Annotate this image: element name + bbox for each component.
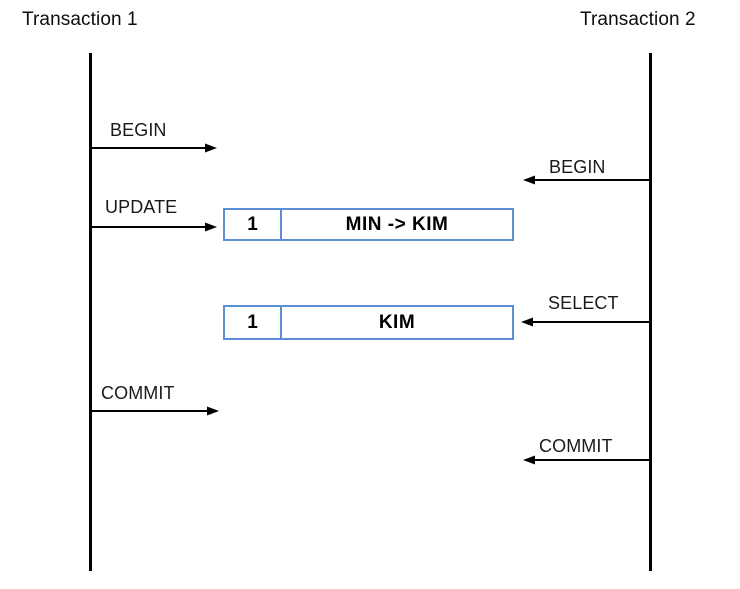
message-label-commit-t2: COMMIT [539,436,613,456]
record-box-updated: 1 MIN -> KIM [223,208,514,241]
message-label-update-t1: UPDATE [105,197,178,217]
message-label-select-t2: SELECT [548,293,619,313]
record-box-selected: 1 KIM [223,305,514,340]
message-arrow-select-t2 [521,317,650,327]
record-value-2: KIM [378,311,416,333]
message-label-begin-t1: BEGIN [110,120,167,140]
message-label-begin-t2: BEGIN [549,157,606,177]
lifeline-label-transaction-1: Transaction 1 [22,9,138,30]
message-arrow-begin-t2 [523,175,650,185]
lifeline-transaction-1 [89,53,92,571]
record-key-1: 1 [225,210,282,239]
record-value-1: MIN -> KIM [345,213,449,235]
message-arrow-begin-t1 [90,143,217,153]
message-label-commit-t1: COMMIT [101,383,175,403]
message-arrow-commit-t2 [523,455,650,465]
message-arrow-update-t1 [90,222,217,232]
message-arrow-commit-t1 [90,406,219,416]
lifeline-label-transaction-2: Transaction 2 [580,9,696,30]
lifeline-transaction-2 [649,53,652,571]
record-key-2: 1 [225,307,282,338]
